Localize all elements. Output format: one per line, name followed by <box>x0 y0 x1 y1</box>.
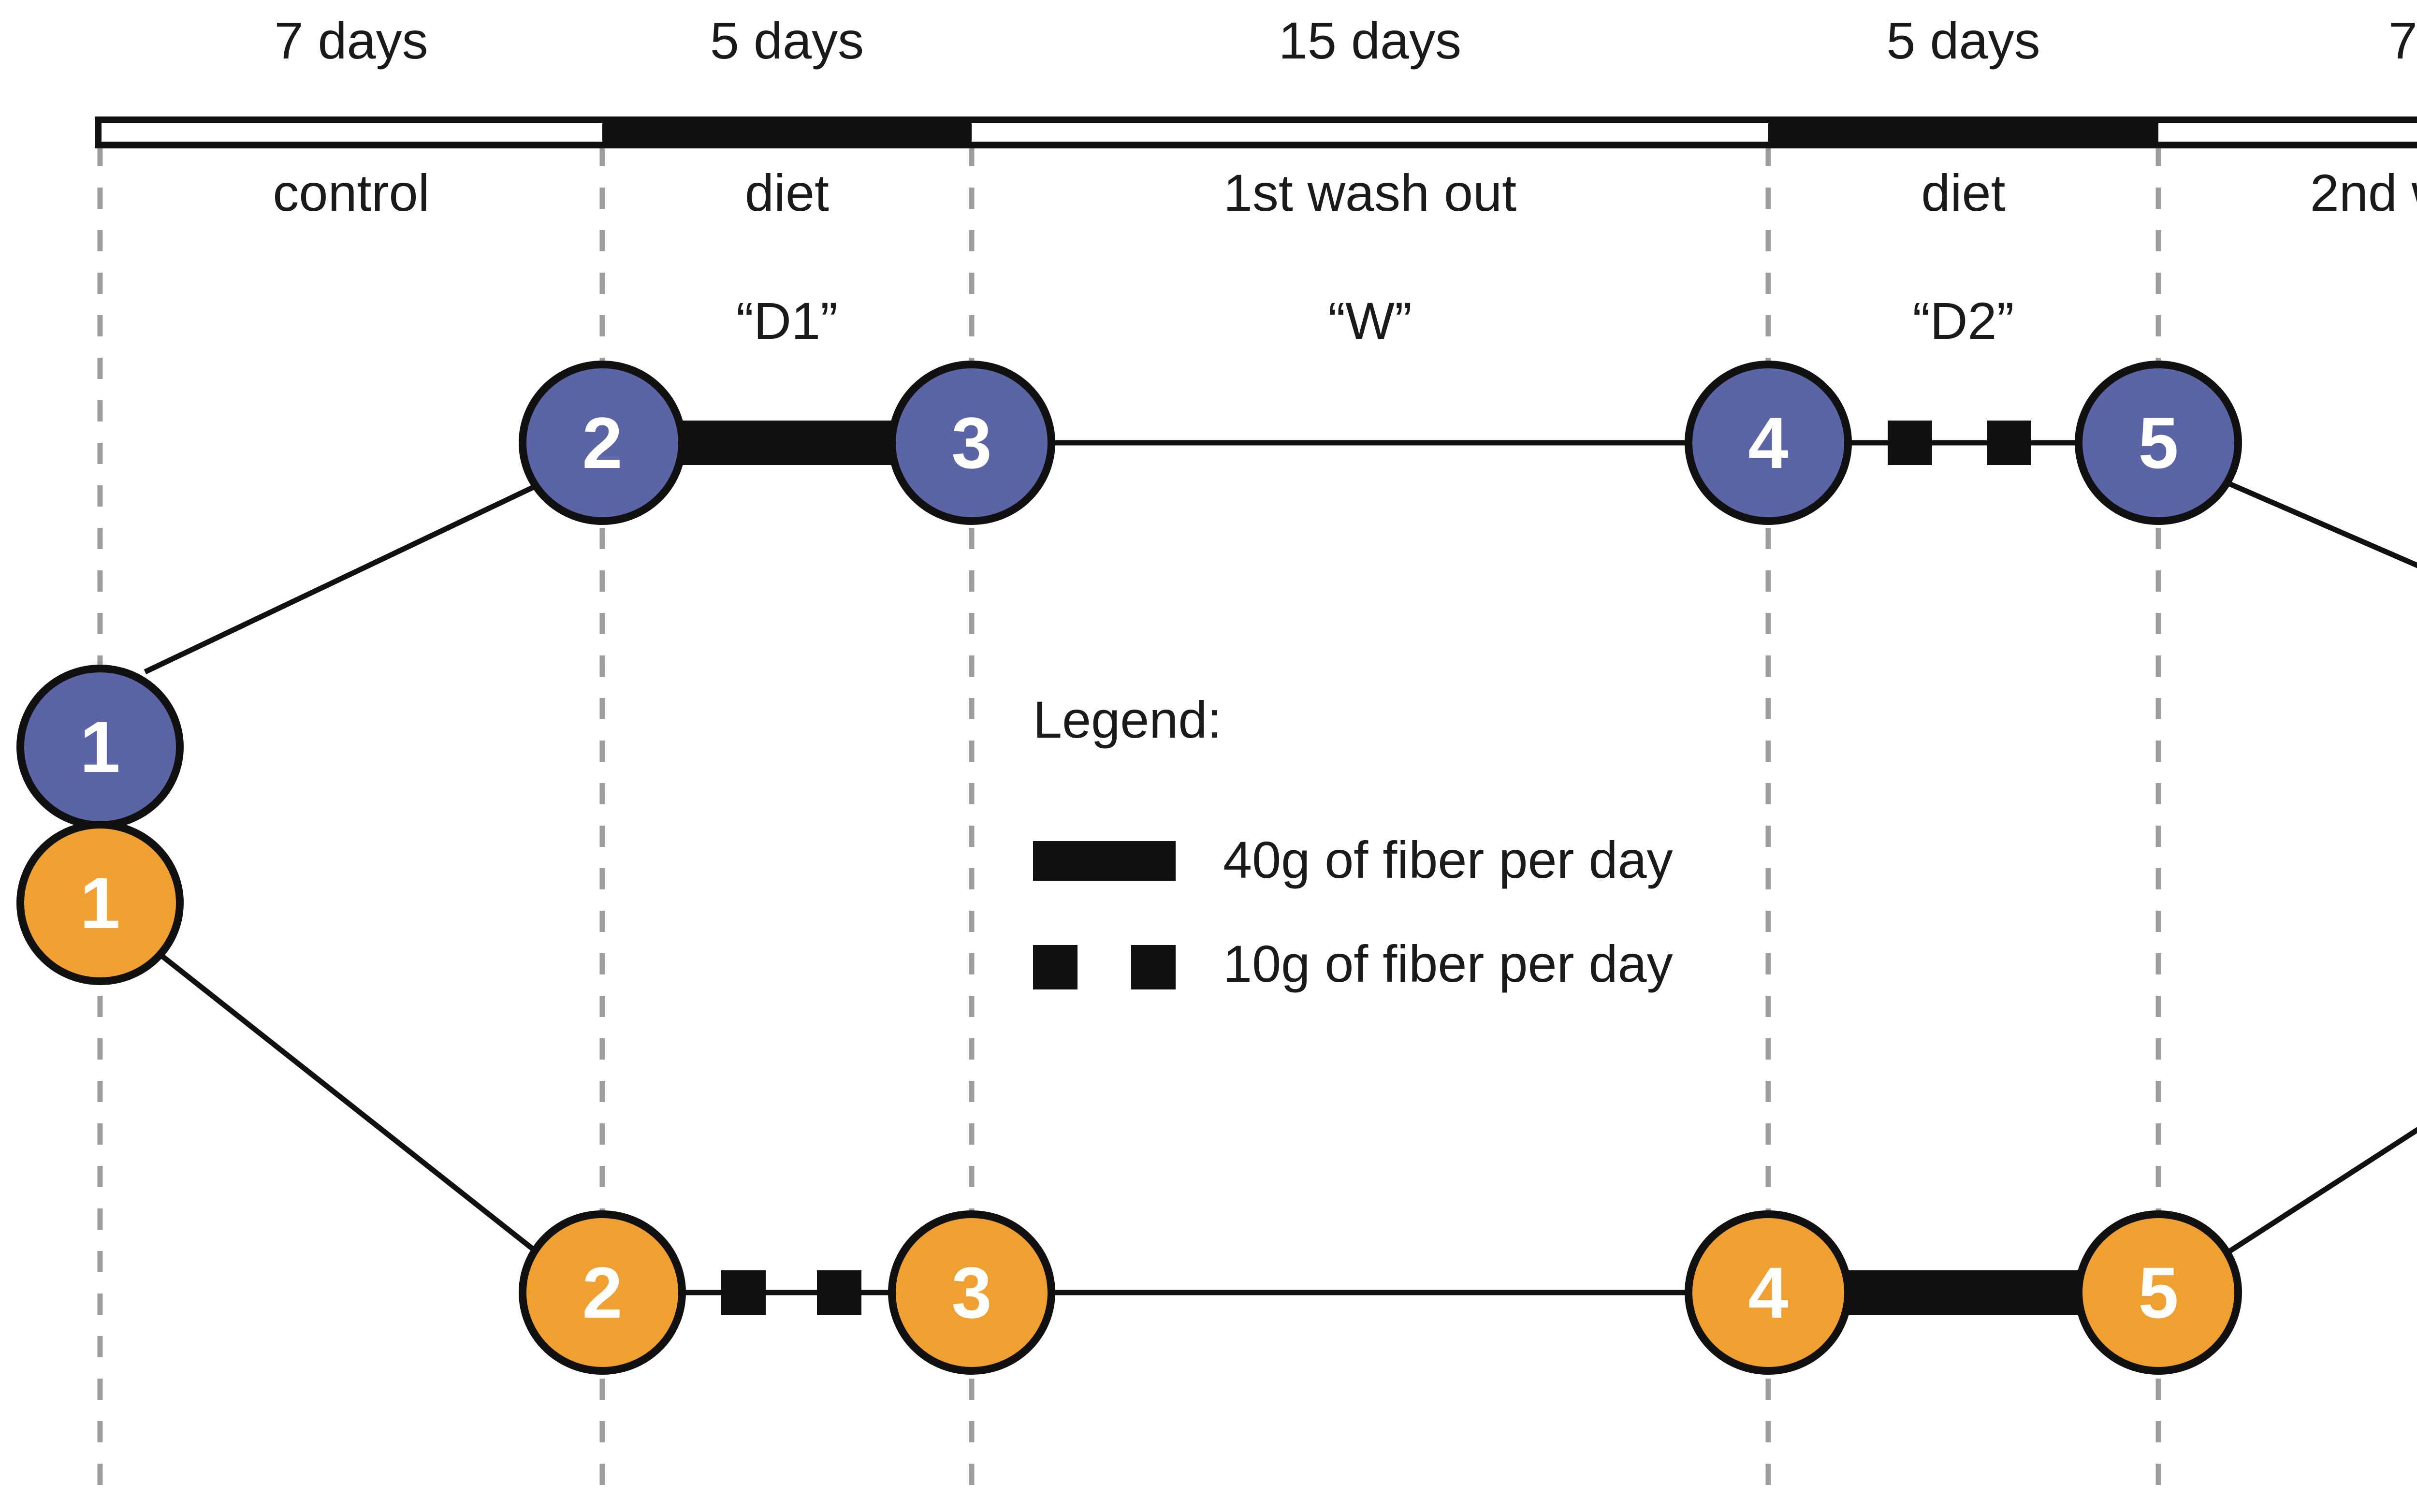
node-blue-2-circle[interactable] <box>519 361 686 525</box>
node-orange-3-label: 3 <box>951 1252 991 1333</box>
node-orange-1-label: 1 <box>80 862 120 944</box>
node-orange-2[interactable]: 2 <box>519 1210 686 1375</box>
orange-connector-2-3-dash-a <box>721 1270 766 1315</box>
node-blue-3-circle[interactable] <box>888 361 1055 525</box>
node-blue-3-label: 3 <box>951 402 991 483</box>
phase-code-d1: “D1” <box>736 291 838 350</box>
node-orange-4[interactable]: 4 <box>1685 1210 1852 1375</box>
legend-item-label-10g: 10g of fiber per day <box>1223 934 1673 993</box>
node-orange-4-label: 4 <box>1748 1252 1788 1333</box>
node-blue-5-circle[interactable] <box>2075 361 2242 525</box>
blue-connector-4-5-dash-a <box>1888 421 1932 465</box>
node-orange-1[interactable]: 1 <box>16 821 184 985</box>
blue-connector-1-2 <box>144 481 543 674</box>
node-blue-4-label: 4 <box>1748 402 1788 483</box>
node-orange-2-label: 2 <box>582 1252 622 1333</box>
node-orange-3[interactable]: 3 <box>888 1210 1055 1375</box>
duration-label-washout-2: 7 days <box>2388 11 2417 70</box>
orange-nodes: 1 2 3 4 5 6 <box>16 821 2242 1375</box>
orange-connector-5-6 <box>2227 1127 2417 1254</box>
phase-label-control: control <box>273 163 430 222</box>
node-orange-1-circle[interactable] <box>16 821 184 985</box>
blue-connector-2-3-thick <box>672 421 909 465</box>
timeline-segment-washout-2 <box>2158 123 2417 142</box>
node-blue-4[interactable]: 4 <box>1685 361 1852 525</box>
timeline-segment-diet-1 <box>602 116 972 148</box>
phase-label-washout-2: 2nd wash out <box>2310 163 2417 222</box>
node-orange-3-circle[interactable] <box>888 1210 1055 1375</box>
legend-swatch-solid-bar <box>1033 841 1176 881</box>
timeline-bar <box>95 116 2417 148</box>
timeline-segment-control <box>102 123 601 142</box>
orange-connector-2-3-dash-b <box>817 1270 861 1315</box>
duration-label-control: 7 days <box>274 11 428 70</box>
duration-label-washout-1: 15 days <box>1278 11 1462 70</box>
node-blue-5-label: 5 <box>2138 402 2178 483</box>
node-orange-5-label: 5 <box>2138 1252 2178 1333</box>
node-blue-5[interactable]: 5 <box>2075 361 2242 525</box>
phase-label-diet-1: diet <box>744 163 830 222</box>
legend-swatch-dashed-bar-b <box>1131 945 1176 989</box>
timeline-segment-diet-2 <box>1768 116 2158 148</box>
blue-arm-connectors <box>144 421 2417 674</box>
orange-connector-4-5-thick <box>1837 1270 2093 1315</box>
blue-nodes: 1 2 3 4 5 6 <box>16 361 2242 829</box>
node-blue-1[interactable]: 1 <box>16 665 184 829</box>
duration-label-diet-1: 5 days <box>710 11 864 70</box>
timeline-segment-washout-1 <box>972 123 1768 142</box>
node-orange-5-circle[interactable] <box>2075 1210 2242 1375</box>
blue-connector-5-6 <box>2227 480 2417 568</box>
legend-item-label-40g: 40g of fiber per day <box>1223 830 1673 889</box>
phase-label-diet-2: diet <box>1921 163 2006 222</box>
legend-swatches <box>1033 841 1176 989</box>
node-blue-3[interactable]: 3 <box>888 361 1055 525</box>
legend-swatch-dashed-bar-a <box>1033 945 1077 989</box>
phase-code-w: “W” <box>1328 291 1412 350</box>
phase-code-d2: “D2” <box>1912 291 2014 350</box>
node-blue-1-label: 1 <box>80 706 120 787</box>
node-orange-5[interactable]: 5 <box>2075 1210 2242 1375</box>
node-orange-4-circle[interactable] <box>1685 1210 1852 1375</box>
node-orange-2-circle[interactable] <box>519 1210 686 1375</box>
node-blue-2-label: 2 <box>582 402 622 483</box>
node-blue-4-circle[interactable] <box>1685 361 1852 525</box>
phase-label-washout-1: 1st wash out <box>1223 163 1517 222</box>
orange-connector-1-2 <box>143 940 539 1254</box>
node-blue-2[interactable]: 2 <box>519 361 686 525</box>
orange-arm-connectors <box>143 940 2417 1315</box>
duration-label-diet-2: 5 days <box>1886 11 2040 70</box>
blue-connector-4-5-dash-b <box>1987 421 2031 465</box>
legend-title: Legend: <box>1033 690 1222 749</box>
